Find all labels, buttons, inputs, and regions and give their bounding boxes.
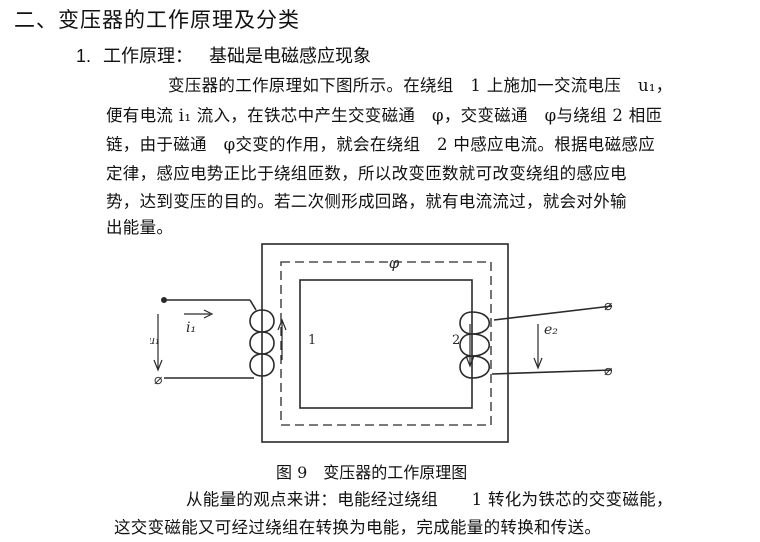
secondary-winding	[459, 311, 490, 379]
paragraph1-line-6: 出能量。	[106, 218, 174, 237]
terminal-symbol: ⌀	[604, 363, 612, 379]
paragraph1-line-1: 变压器的工作原理如下图所示。在绕组 1 上施加一交流电压 u₁，	[168, 76, 673, 95]
paragraph1-line-4: 定律，感应电势正比于绕组匝数，所以改变匝数就可改变绕组的感应电	[106, 164, 627, 183]
terminal-symbol: ⌀	[604, 298, 612, 314]
transformer-diagram: φ 1 2 i₁ u₁ e₂ ⌀ ⌀ ⌀	[150, 243, 613, 443]
voltage-label: u₁	[150, 334, 160, 347]
paragraph2-line-2: 这交变磁能又可经过绕组在转换为电能，完成能量的转换和传送。	[114, 518, 602, 537]
winding1-label: 1	[308, 333, 316, 348]
flux-label: φ	[389, 254, 400, 272]
primary-winding	[249, 309, 275, 377]
paragraph1-line-2: 便有电流 i₁ 流入，在铁芯中产生交变磁通 φ，交变磁通 φ与绕组 2 相匝	[106, 106, 663, 125]
paragraph2-line-1: 从能量的观点来讲：电能经过绕组 1 转化为铁芯的交变磁能，	[186, 490, 673, 509]
subsection-title: 工作原理：	[103, 46, 194, 67]
current-label: i₁	[186, 320, 196, 336]
core-outer-edge	[261, 243, 509, 443]
core-inner-edge	[299, 279, 473, 409]
secondary-lead-bottom	[491, 369, 613, 375]
subsection-lead: 基础是电磁感应现象	[209, 46, 372, 67]
subsection-number: 1.	[76, 46, 92, 66]
terminal-dot	[161, 297, 167, 303]
secondary-lead-top	[493, 305, 613, 321]
figure-caption: 图 9 变压器的工作原理图	[276, 463, 468, 482]
paragraph1-line-3: 链，由于磁通 φ交变的作用，就会在绕组 2 中感应电流。根据电磁感应	[106, 135, 655, 154]
subsection-heading: 1. 工作原理： 基础是电磁感应现象	[76, 42, 371, 68]
paragraph1-line-5: 势，达到变压的目的。若二次侧形成回路，就有电流流过，就会对外输	[106, 192, 627, 211]
terminal-symbol: ⌀	[154, 372, 162, 388]
emf-label: e₂	[544, 322, 558, 338]
winding2-label: 2	[452, 333, 460, 348]
flux-path	[280, 261, 492, 426]
section-title: 二、变压器的工作原理及分类	[14, 8, 300, 32]
